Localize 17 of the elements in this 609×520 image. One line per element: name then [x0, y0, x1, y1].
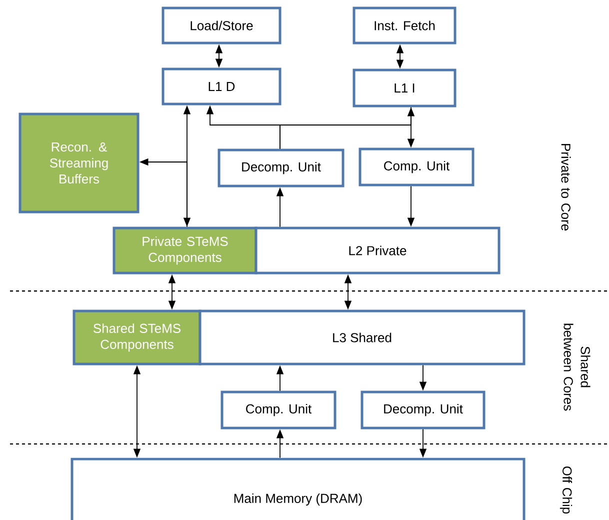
process-box: Main Memory (DRAM)	[70, 458, 526, 520]
process-box: Decomp. Unit	[360, 390, 486, 430]
component-box: Shared STeMS Components	[72, 310, 202, 366]
process-box: L1 D	[162, 68, 282, 106]
process-box: L1 I	[352, 68, 456, 108]
process-box: Comp. Unit	[220, 390, 336, 430]
region-label: Off Chip	[560, 466, 572, 514]
component-box: Recon. & Streaming Buffers	[18, 112, 140, 214]
component-box: Private STeMS Components	[112, 226, 258, 274]
process-box: Inst. Fetch	[352, 6, 456, 44]
process-box: L3 Shared	[198, 310, 526, 366]
process-box: Comp. Unit	[358, 148, 474, 186]
process-box: Decomp. Unit	[218, 148, 344, 188]
region-label: Private to Core	[561, 144, 571, 230]
process-box: Load/Store	[162, 6, 282, 44]
region-label: Shared between Cores	[564, 324, 590, 411]
process-box: L2 Private	[254, 226, 500, 274]
